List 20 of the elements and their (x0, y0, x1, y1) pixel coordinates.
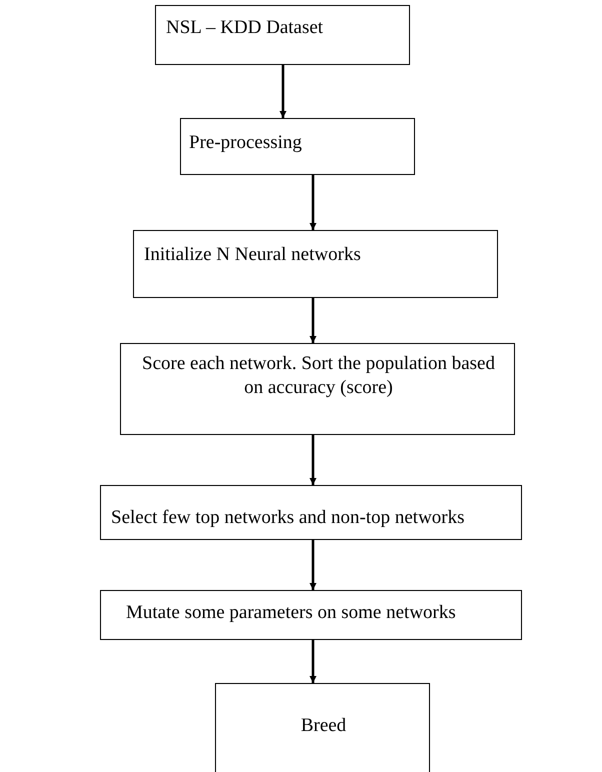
process-box (133, 230, 498, 298)
step-label: Score each network. Sort the population based on accuracy (score) (141, 352, 496, 400)
process-box (180, 118, 415, 175)
step-label: Breed (300, 714, 348, 738)
arrow (310, 640, 316, 683)
process-box (100, 485, 522, 540)
arrow (310, 175, 316, 230)
step-label: Initialize N Neural networks (144, 243, 362, 267)
step-label: NSL – KDD Dataset (166, 16, 324, 40)
arrow (280, 65, 286, 118)
process-box (100, 590, 522, 640)
process-box (215, 683, 430, 772)
process-box (120, 343, 515, 435)
arrow (310, 298, 316, 343)
arrow (310, 435, 316, 485)
step-label: Mutate some parameters on some networks (126, 601, 457, 625)
step-label: Select few top networks and non-top networks (111, 506, 466, 530)
step-label: Pre-processing (189, 131, 303, 155)
arrow (310, 540, 316, 590)
process-box (155, 5, 410, 65)
